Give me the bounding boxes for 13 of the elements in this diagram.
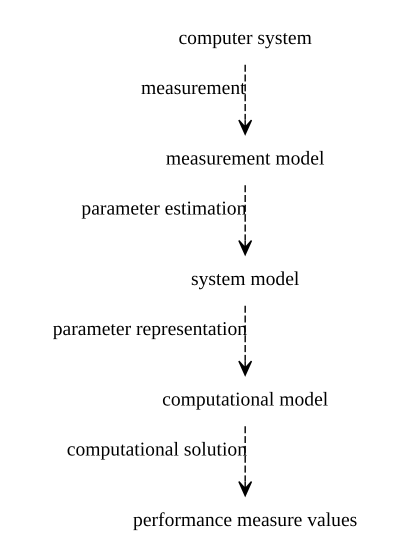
edge-label: parameter representation	[52, 319, 247, 340]
edge-label: computational solution	[66, 440, 247, 461]
node-text: performance measure values	[132, 510, 357, 532]
node-text: computer system	[178, 28, 312, 50]
arrow	[238, 306, 252, 376]
node-text: measurement model	[165, 148, 324, 170]
edge-label: parameter estimation	[80, 198, 246, 220]
node-text: computational model	[162, 390, 328, 411]
node-text: system model	[190, 269, 299, 290]
arrow	[238, 64, 252, 135]
arrow	[238, 426, 252, 496]
edge-label: measurement	[140, 78, 246, 100]
arrow	[238, 185, 252, 256]
